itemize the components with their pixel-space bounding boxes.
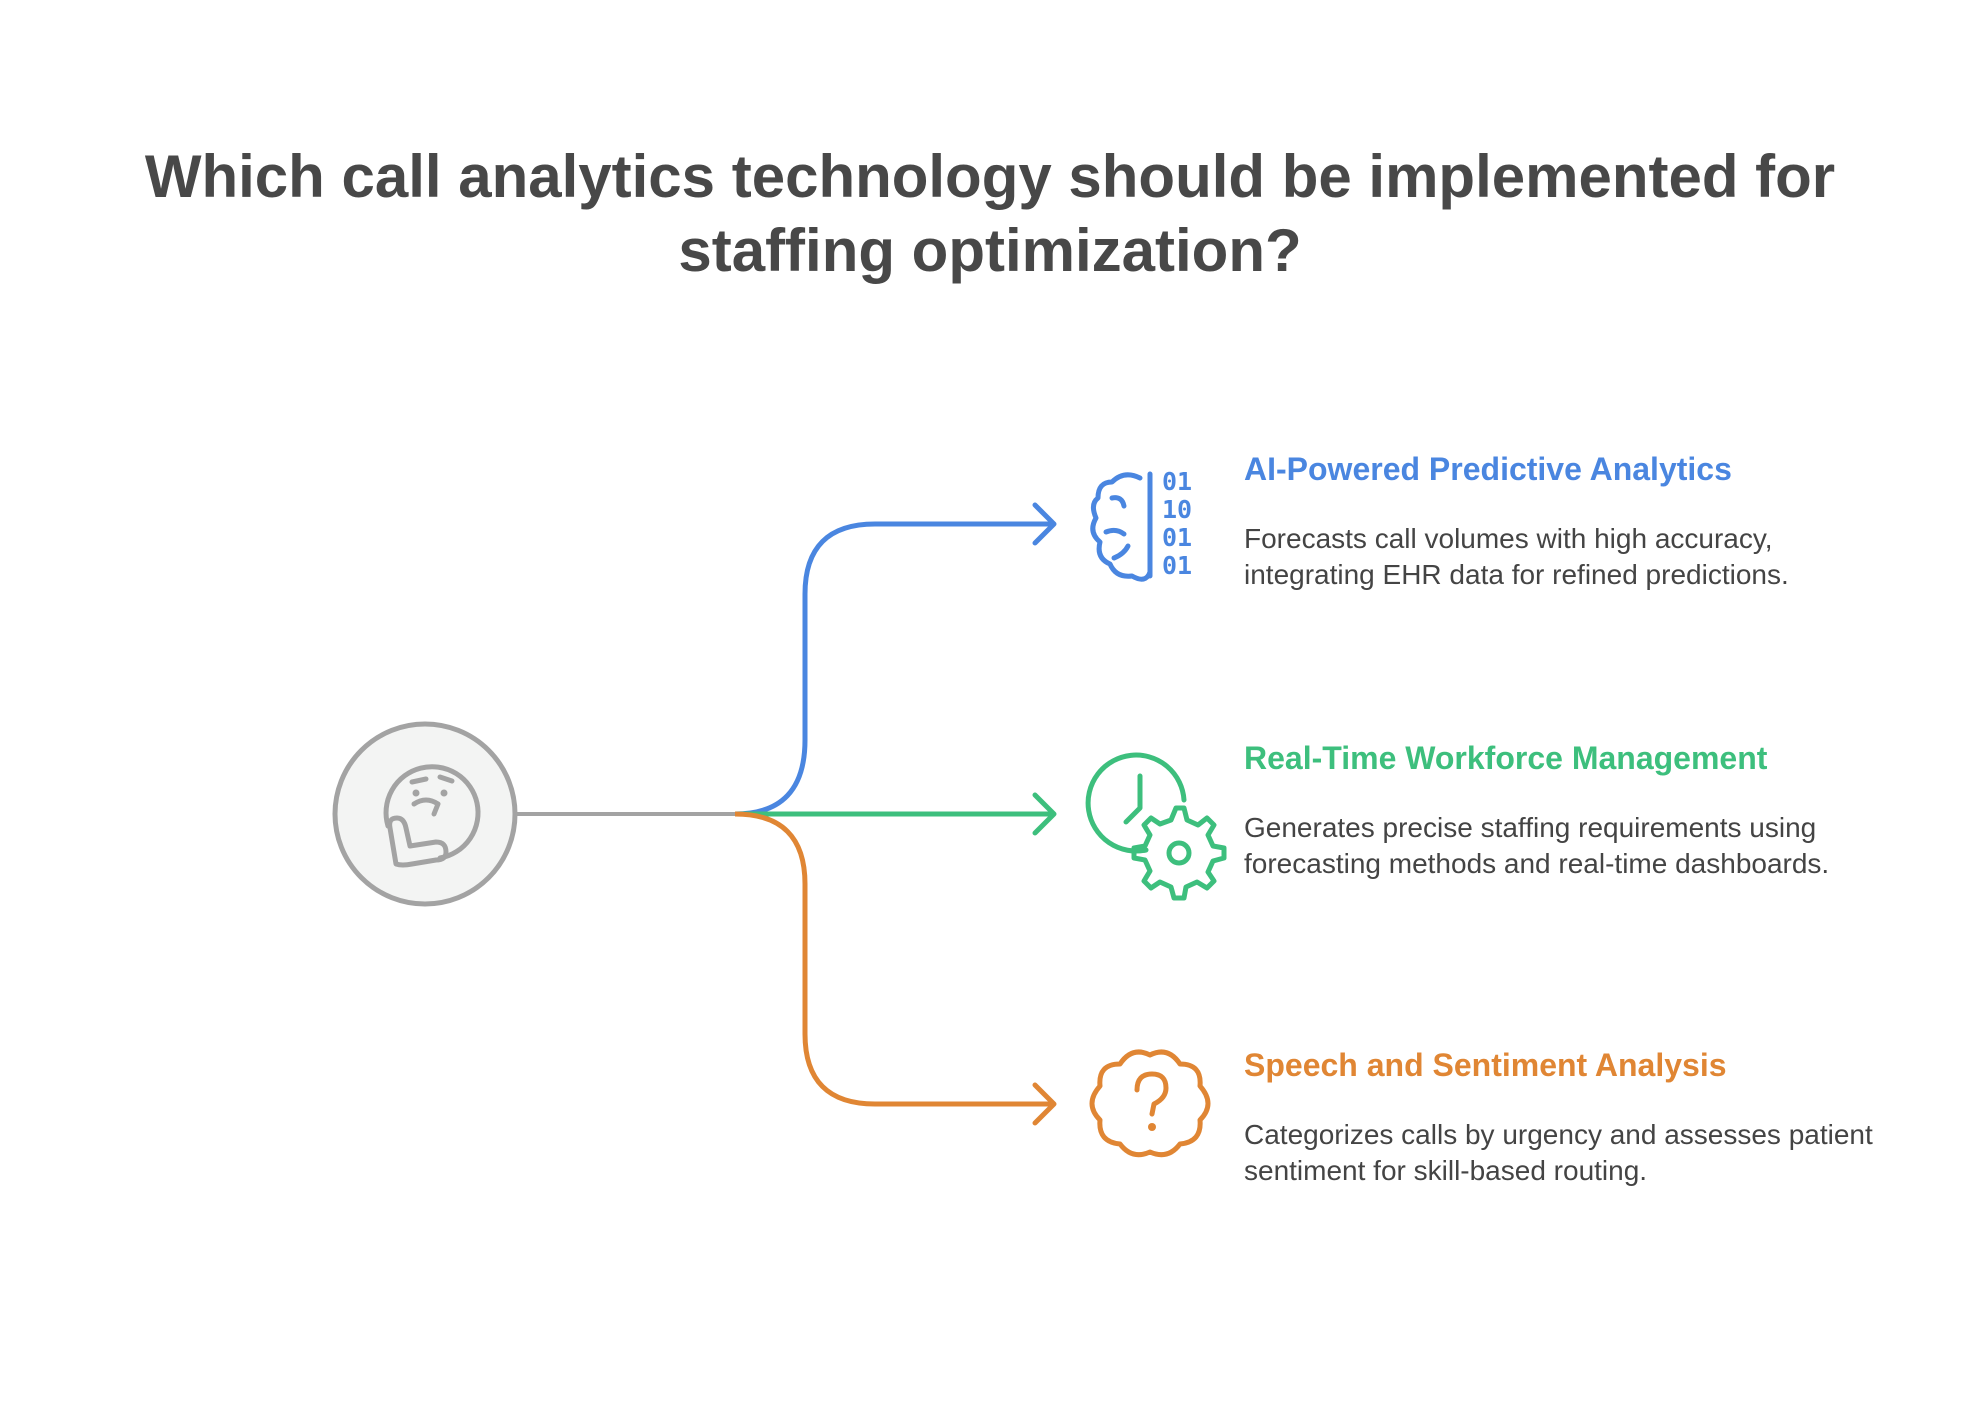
option-ai-predictive-analytics: AI-Powered Predictive Analytics Forecast…: [1244, 449, 1884, 593]
question-badge-icon: [1089, 1049, 1211, 1158]
option-title: Real-Time Workforce Management: [1244, 740, 1768, 776]
thinking-face-icon: [332, 721, 518, 907]
branch-connector-1: [734, 521, 1052, 817]
option-title: Speech and Sentiment Analysis: [1244, 1047, 1727, 1083]
option-real-time-workforce-management: Real-Time Workforce Management Generates…: [1244, 738, 1884, 882]
option-speech-sentiment-analysis: Speech and Sentiment Analysis Categorize…: [1244, 1045, 1884, 1189]
arrow-head-icon: [1032, 502, 1057, 546]
svg-text:10: 10: [1162, 495, 1192, 524]
svg-text:01: 01: [1162, 467, 1192, 496]
brain-binary-icon: 01 10 01 01: [1090, 467, 1192, 582]
option-description: Forecasts call volumes with high accurac…: [1244, 523, 1789, 590]
option-description: Generates precise staffing requirements …: [1244, 812, 1830, 879]
page-title: Which call analytics technology should b…: [144, 143, 1836, 284]
svg-text:01: 01: [1162, 523, 1192, 552]
clock-gear-icon: [1085, 752, 1227, 901]
option-title: AI-Powered Predictive Analytics: [1244, 451, 1732, 487]
branch-connector-3: [734, 811, 1052, 1107]
option-description: Categorizes calls by urgency and assesse…: [1244, 1119, 1873, 1186]
arrow-head-icon: [1032, 1082, 1057, 1126]
svg-text:01: 01: [1162, 551, 1192, 580]
arrow-head-icon: [1032, 792, 1057, 836]
